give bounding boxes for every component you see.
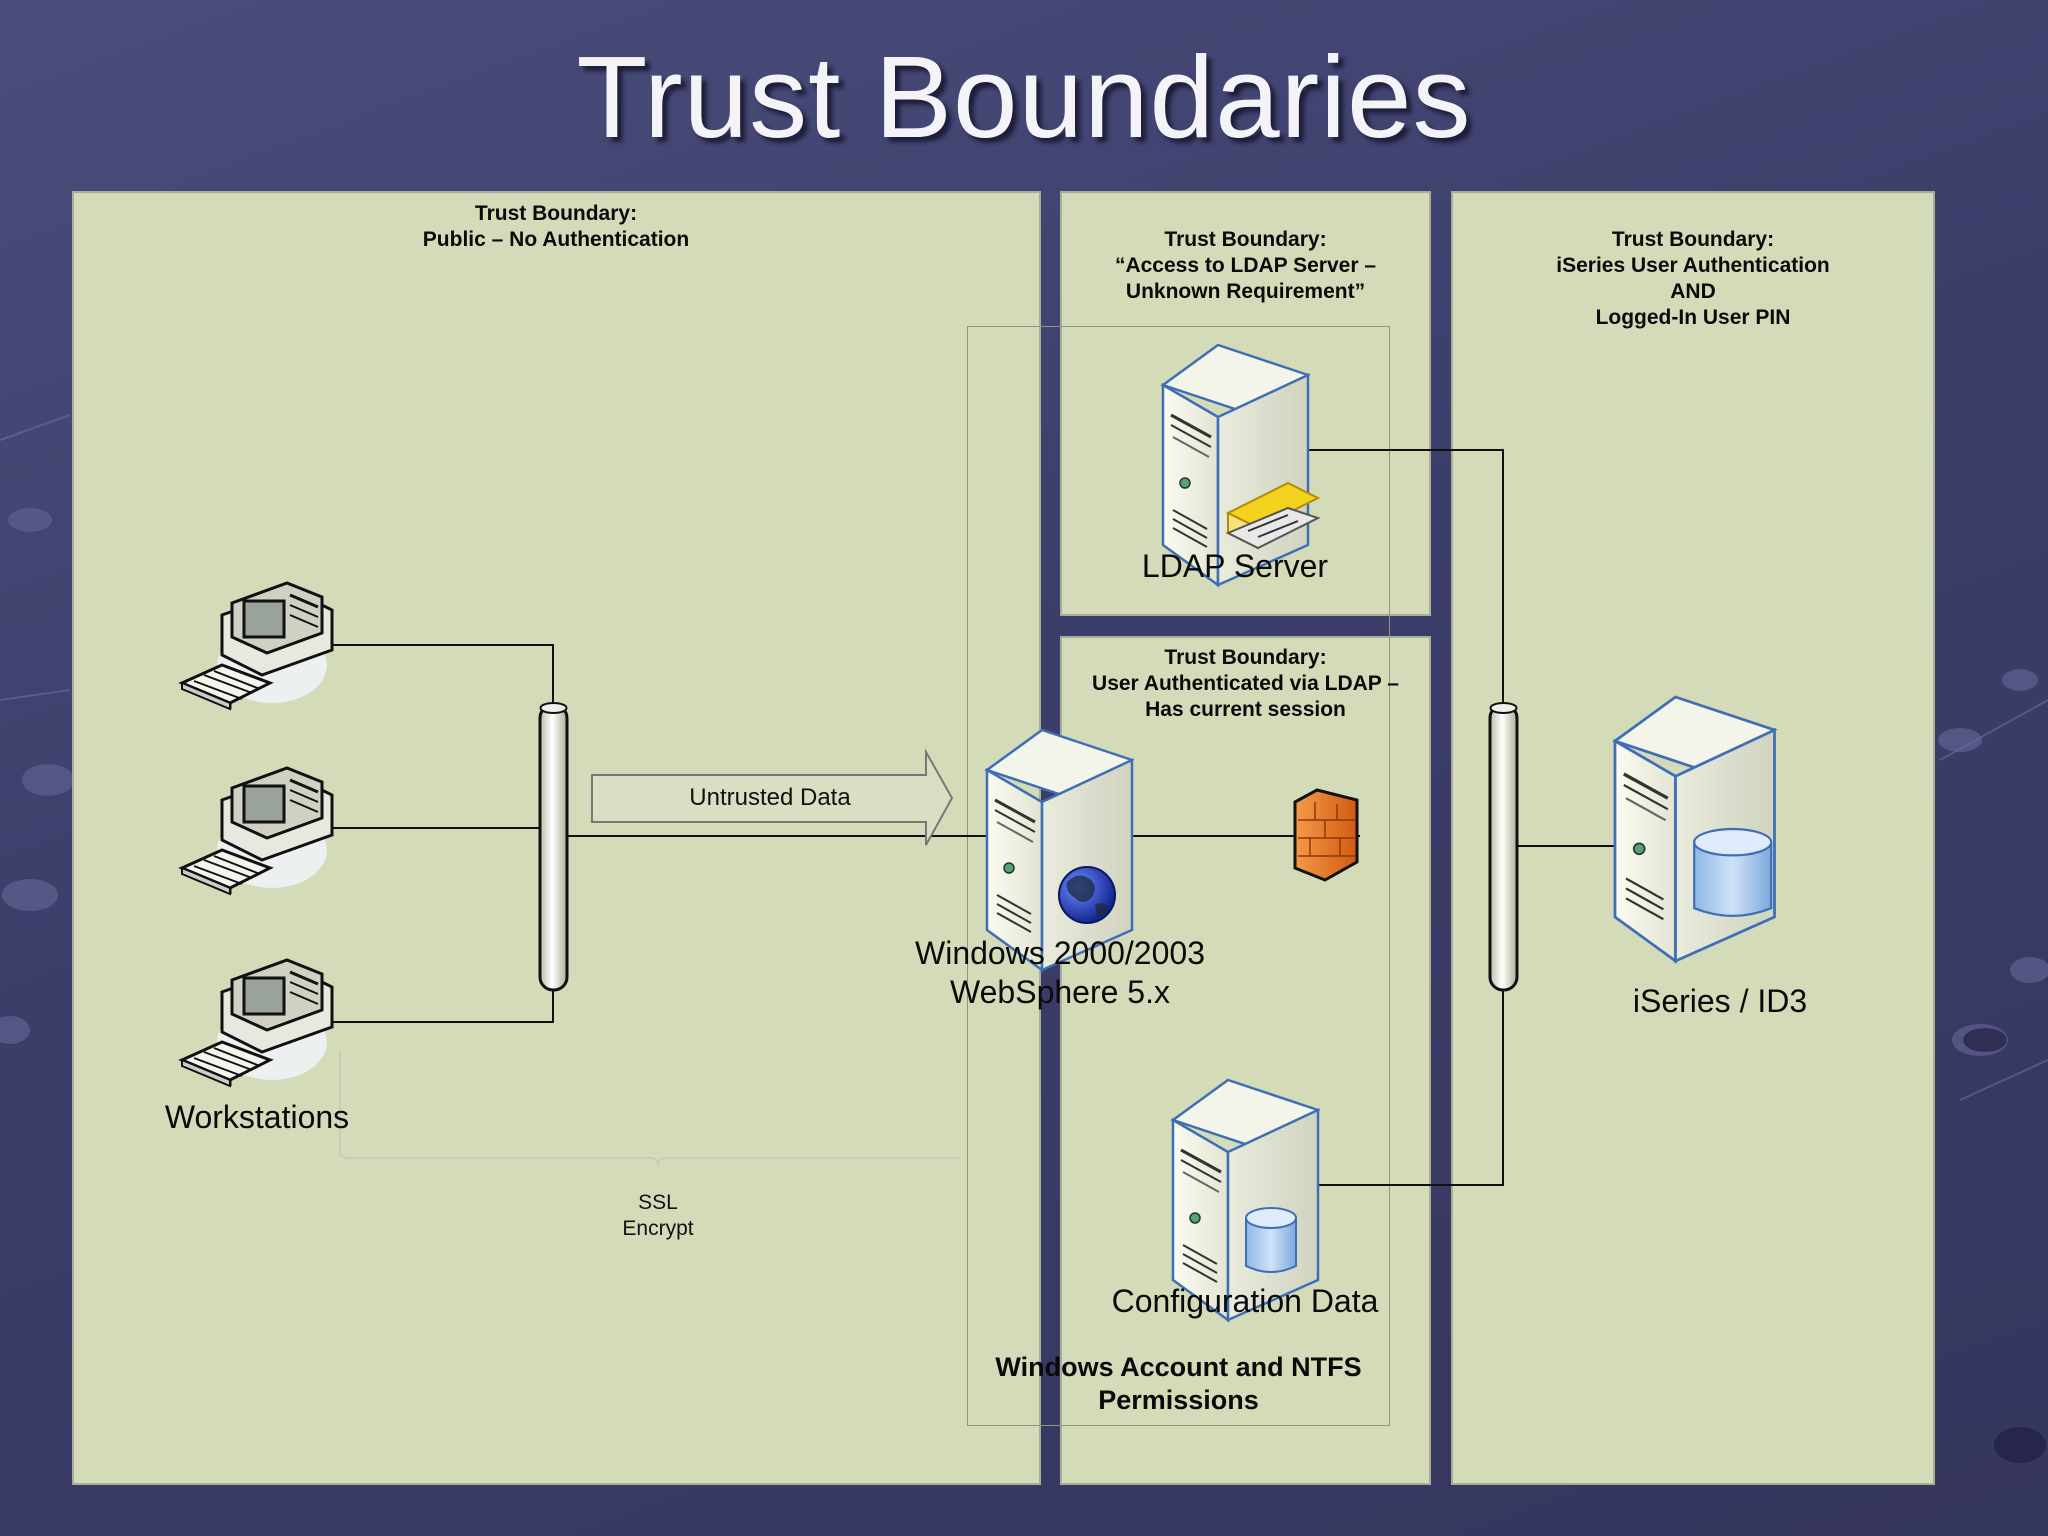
page-title: Trust Boundaries [576,32,1472,162]
database-icon [1693,827,1773,917]
iseries-server-icon [1613,695,1777,963]
label-ntfs-line2: Permissions [1098,1385,1259,1415]
label-websphere-line2: WebSphere 5.x [950,974,1170,1010]
untrusted-data-arrow [591,748,954,846]
label-config-data: Configuration Data [1111,1283,1379,1319]
network-bus-left [538,702,569,992]
caption-ldap-access-line2: “Access to LDAP Server – [1114,254,1377,277]
label-ssl-line1: SSL [638,1191,678,1214]
globe-icon [1058,866,1116,924]
caption-iseries-line2: iSeries User Authentication [1556,254,1830,277]
websphere-server-icon [985,728,1134,972]
label-ldap-server: LDAP Server [1141,548,1329,584]
ldap-server-icon [1161,343,1321,587]
caption-public-line1: Trust Boundary: [474,202,638,225]
config-server-icon [1171,1078,1320,1322]
label-ntfs-permissions: Windows Account and NTFS Permissions [967,1351,1390,1417]
workstation-icon [180,766,334,896]
workstation-icon [180,581,334,711]
label-ssl-line2: Encrypt [622,1217,694,1240]
caption-ldap-access-line1: Trust Boundary: [1164,228,1327,251]
caption-iseries-line3: AND [1670,280,1716,303]
label-ssl-encrypt: SSL Encrypt [578,1190,738,1242]
label-untrusted-data: Untrusted Data [689,784,851,811]
database-icon [1245,1207,1297,1273]
label-ntfs-line1: Windows Account and NTFS [995,1352,1362,1382]
caption-iseries: Trust Boundary: iSeries User Authenticat… [1451,227,1935,331]
label-websphere: Windows 2000/2003 WebSphere 5.x [880,934,1240,1012]
ntfs-boundary [967,326,1390,1426]
caption-ldap-access-line3: Unknown Requirement” [1125,280,1366,303]
label-iseries: iSeries / ID3 [1632,983,1808,1019]
network-bus-right [1488,702,1519,992]
caption-public-line2: Public – No Authentication [422,228,690,251]
caption-ldap-auth-line1: Trust Boundary: [1164,646,1327,669]
label-workstations: Workstations [164,1099,350,1135]
caption-ldap-access: Trust Boundary: “Access to LDAP Server –… [1060,227,1431,305]
caption-ldap-auth-line3: Has current session [1145,698,1346,721]
caption-iseries-line4: Logged-In User PIN [1595,306,1791,329]
connection-lines [330,449,1720,1186]
ssl-brace [339,1050,960,1167]
caption-iseries-line1: Trust Boundary: [1611,228,1775,251]
caption-public: Trust Boundary: Public – No Authenticati… [356,201,756,253]
caption-ldap-auth-line2: User Authenticated via LDAP – [1092,672,1399,695]
caption-ldap-auth: Trust Boundary: User Authenticated via L… [1060,645,1431,723]
workstation-icon [180,958,334,1088]
firewall-icon [1293,788,1359,882]
label-websphere-line1: Windows 2000/2003 [915,935,1205,971]
